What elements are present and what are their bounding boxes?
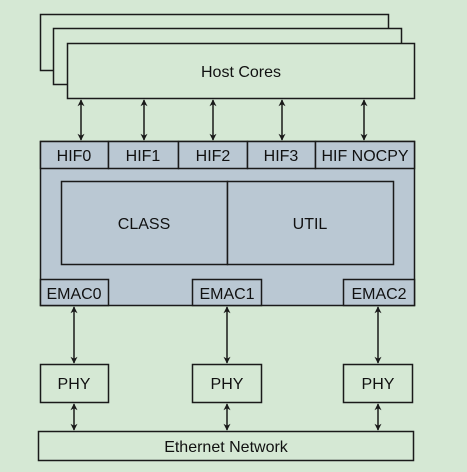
hif-port-box [39,140,110,170]
phy-label: PHY [211,376,244,393]
hif-port-label: HIF NOCPY [321,148,408,165]
hif-port-label: HIF0 [57,148,92,165]
phy-box [342,363,414,404]
host-cores-stack: Host Cores [39,13,416,100]
host-hif-arrows [77,99,368,141]
hif-port-box [177,140,249,170]
emac-port-box [39,278,110,307]
emac-ports: EMAC0 EMAC1 EMAC2 [39,278,416,307]
phy-label: PHY [362,376,395,393]
phy-box [39,363,110,404]
emac-port-box [191,278,263,307]
emac-port-label: EMAC2 [351,286,406,303]
engine-units: CLASS UTIL [60,180,395,266]
emac-phy-arrows [70,306,382,364]
phy-label: PHY [58,376,91,393]
class-unit-label: CLASS [118,216,170,233]
hif-port-label: HIF1 [126,148,161,165]
host-core-box-front [66,42,416,100]
emac-port-box [342,278,416,307]
host-cores-label: Host Cores [201,64,281,81]
emac-port-label: EMAC0 [46,286,101,303]
class-unit-box [60,180,229,266]
util-unit-box [226,180,395,266]
ethernet-network-box [37,430,415,462]
phy-network-arrows [70,403,382,431]
util-unit-label: UTIL [293,216,328,233]
phy-box [191,363,263,404]
hif-port-label: HIF3 [264,148,299,165]
ethernet-network-label: Ethernet Network [164,439,289,456]
hif-ports: HIF0 HIF1 HIF2 HIF3 HIF NOCPY [39,140,416,170]
hif-port-box [314,140,416,170]
emac-port-label: EMAC1 [199,286,254,303]
phy-boxes: PHY PHY PHY [39,363,414,404]
hif-port-label: HIF2 [196,148,231,165]
